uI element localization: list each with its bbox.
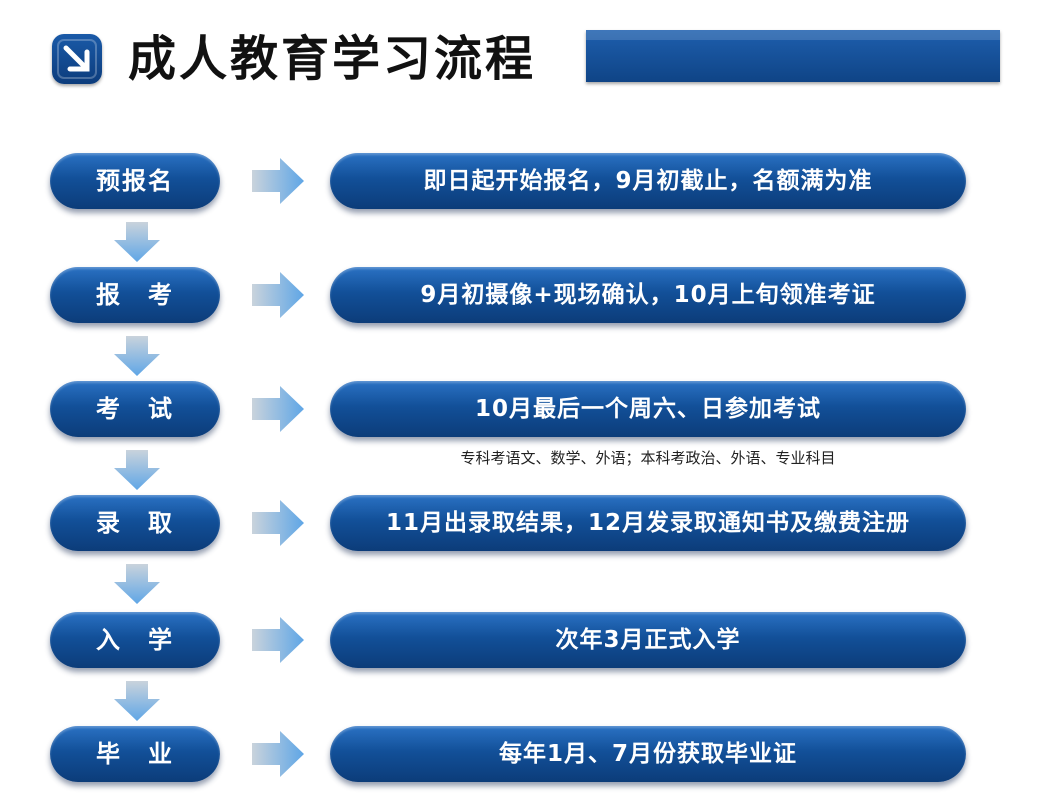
down-arrow-icon	[114, 336, 160, 376]
down-arrow-icon	[114, 564, 160, 604]
step-enrollment: 入 学	[50, 612, 220, 668]
down-arrow-icon	[114, 222, 160, 262]
step-admission-description: 11月出录取结果，12月发录取通知书及缴费注册	[330, 495, 966, 551]
step-preregister: 预报名	[50, 153, 220, 209]
step-enrollment-description: 次年3月正式入学	[330, 612, 966, 668]
step-exam-description: 10月最后一个周六、日参加考试	[330, 381, 966, 437]
step-graduation-description: 每年1月、7月份获取毕业证	[330, 726, 966, 782]
step-exam-note: 专科考语文、数学、外语；本科考政治、外语、专业科目	[460, 449, 836, 467]
step-admission: 录 取	[50, 495, 220, 551]
down-arrow-icon	[114, 450, 160, 490]
step-preregister-description: 即日起开始报名，9月初截止，名额满为准	[330, 153, 966, 209]
right-arrow-icon	[252, 731, 304, 777]
right-arrow-icon	[252, 158, 304, 204]
right-arrow-icon	[252, 617, 304, 663]
right-arrow-icon	[252, 500, 304, 546]
arrow-down-right-icon	[52, 34, 102, 84]
down-arrow-icon	[114, 681, 160, 721]
header-bar	[586, 30, 1000, 82]
page-title: 成人教育学习流程	[128, 31, 537, 87]
right-arrow-icon	[252, 272, 304, 318]
right-arrow-icon	[252, 386, 304, 432]
step-graduation: 毕 业	[50, 726, 220, 782]
step-exam: 考 试	[50, 381, 220, 437]
step-apply-exam: 报 考	[50, 267, 220, 323]
step-apply-exam-description: 9月初摄像+现场确认，10月上旬领准考证	[330, 267, 966, 323]
